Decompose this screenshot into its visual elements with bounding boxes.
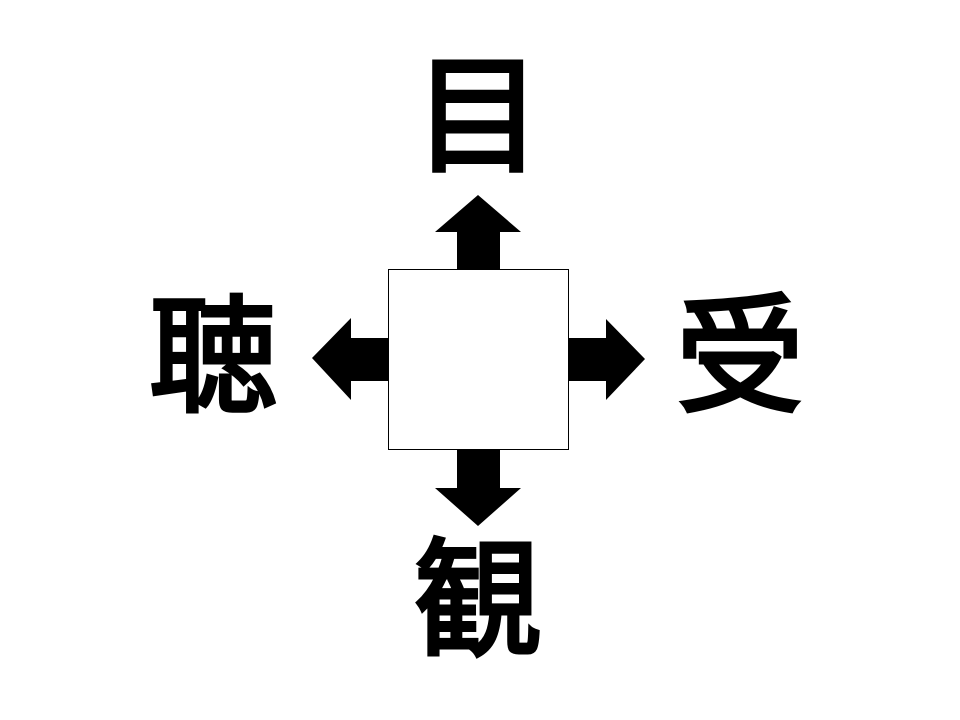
kanji-top: 目 [413,43,542,192]
arrow-right-icon [569,319,645,400]
kanji-bottom: 観 [413,527,542,676]
arrow-down-icon [435,450,521,526]
kanji-left: 聴 [148,283,277,432]
arrow-up-icon [435,195,521,269]
kanji-right: 受 [675,283,804,432]
answer-box[interactable] [388,269,569,450]
arrow-left-icon [312,318,388,400]
